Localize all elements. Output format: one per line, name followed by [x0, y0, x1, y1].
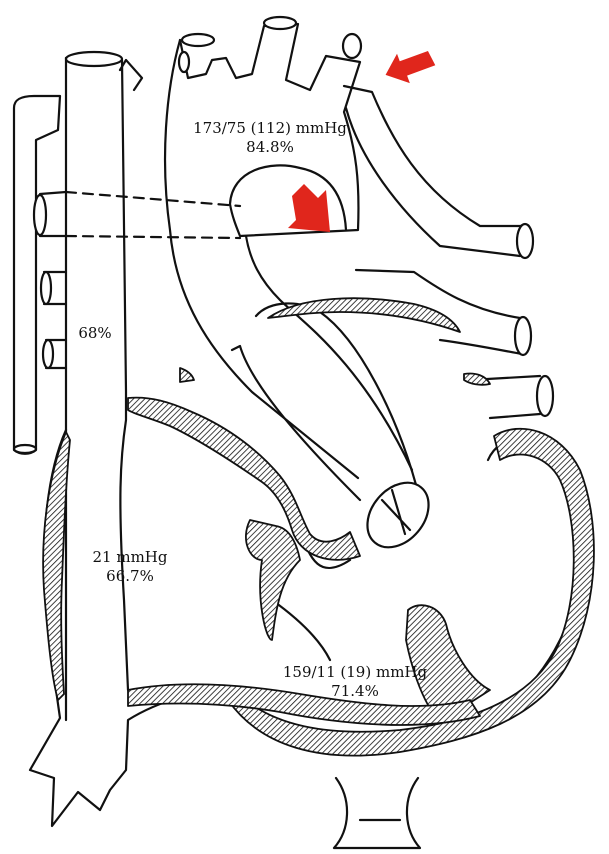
aorta-saturation: 84.8%	[170, 138, 370, 157]
right-ventricle-saturation: 71.4%	[255, 682, 455, 701]
aorta-pressure: 173/75 (112) mmHg	[170, 119, 370, 138]
svc-saturation: 68%	[60, 324, 130, 343]
pulmonary-trunk	[256, 303, 420, 500]
septum-wall	[128, 398, 360, 560]
right-ventricle-measurement: 159/11 (19) mmHg 71.4%	[255, 663, 455, 701]
right-atrium-saturation: 66.7%	[60, 567, 200, 586]
vertical-tube	[14, 96, 60, 454]
right-atrium-measurement: 21 mmHg 66.7%	[60, 548, 200, 586]
svc-measurement: 68%	[60, 324, 130, 343]
papillary-region	[246, 520, 300, 640]
right-ventricle-pressure: 159/11 (19) mmHg	[255, 663, 455, 682]
arrow-icon-top	[380, 43, 438, 90]
superior-vena-cava	[66, 54, 128, 690]
right-atrium-pressure: 21 mmHg	[60, 548, 200, 567]
aorta-measurement: 173/75 (112) mmHg 84.8%	[170, 119, 370, 157]
